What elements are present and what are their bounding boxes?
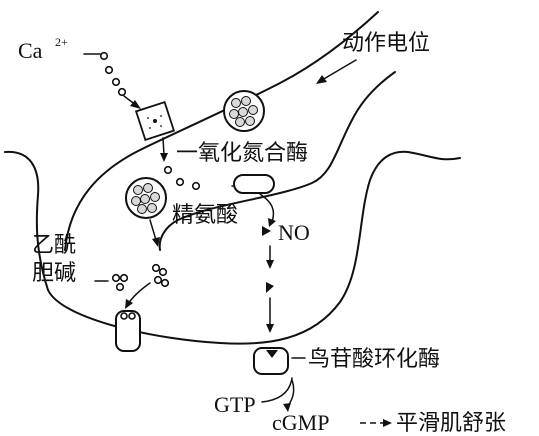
cgmp-effect-arrowhead <box>383 419 392 427</box>
calcium-entry-arrowhead <box>160 153 168 162</box>
calcium-charge-label: 2+ <box>55 35 68 49</box>
nos-label: 一氧化氮合酶 <box>176 141 308 166</box>
action-potential-label: 动作电位 <box>342 31 430 56</box>
acetylcholine-molecule <box>158 267 168 277</box>
guanylate-cyclase-enzyme <box>253 347 289 375</box>
vesicle-granule <box>245 116 255 126</box>
vesicle-granule <box>133 185 143 195</box>
acetylcholine-molecule <box>119 273 129 283</box>
acetylcholine-release-arrowhead <box>125 299 133 309</box>
calcium-ion <box>117 87 127 97</box>
smooth-muscle-relaxation-label: 平滑肌舒张 <box>396 411 506 436</box>
calcium-ion-inside <box>163 165 173 175</box>
calcium-ion <box>99 51 109 61</box>
gtp-label: GTP <box>214 392 256 417</box>
axon-terminal-membrane-inner <box>158 71 396 251</box>
vesicle-granule <box>231 98 241 108</box>
vesicle-granule <box>143 183 153 193</box>
calcium-ion-inside <box>175 177 185 187</box>
calcium-entry-arrow <box>162 137 165 156</box>
acetylcholine-label-line2: 胆碱 <box>32 261 76 286</box>
calcium-ion <box>104 65 114 75</box>
calcium-channel-dot <box>147 117 149 119</box>
calcium-channel-dot <box>153 119 157 123</box>
acetylcholine-release-arrow <box>127 282 151 305</box>
cgmp-label: cGMP <box>272 410 329 435</box>
calcium-channel-dot <box>160 125 162 127</box>
acetylcholine-molecule <box>153 275 163 285</box>
nos-to-no-arrow <box>259 193 275 223</box>
calcium-ion-inside <box>191 181 201 191</box>
vesicle-granule <box>229 109 239 119</box>
action-potential-arrowhead <box>316 75 327 84</box>
gc-bound-no <box>266 350 278 358</box>
acetylcholine-molecule <box>115 282 125 292</box>
acetylcholine-receptor <box>115 310 141 352</box>
axon-terminal-membrane <box>64 11 379 251</box>
cgmp-conversion-curve <box>287 379 295 407</box>
receptor-bound-molecule <box>128 312 136 320</box>
arginine-release-arrow <box>149 219 157 241</box>
no-label: NO <box>278 220 310 245</box>
no-to-gc-arrowhead <box>266 324 274 333</box>
gtp-to-cgmp-arrow <box>261 377 293 403</box>
vesicle-granule <box>248 105 258 115</box>
calcium-influx-arrowhead <box>130 100 141 109</box>
vesicle-granule <box>241 96 251 106</box>
nos-enzyme <box>233 174 275 194</box>
arginine-release-arrowhead <box>152 237 160 247</box>
calcium-channel-dot <box>160 115 162 117</box>
arginine-label: 精氨酸 <box>172 203 238 228</box>
vesicle-granule <box>147 203 157 213</box>
acetylcholine-molecule <box>111 273 121 283</box>
action-potential-arrow <box>321 59 357 81</box>
vesicle-granule <box>140 194 150 204</box>
vesicle-granule <box>238 107 248 117</box>
vesicle-granule <box>150 192 160 202</box>
guanylate-cyclase-label: 鸟苷酸环化酶 <box>308 347 440 372</box>
receptor-bound-molecule <box>120 312 128 320</box>
acetylcholine-molecule <box>151 263 161 273</box>
acetylcholine-label-line1: 乙酰 <box>32 233 76 258</box>
nos-to-no-arrowhead <box>268 218 276 227</box>
calcium-label: Ca <box>18 38 43 63</box>
calcium-ion <box>111 77 121 87</box>
vesicle-granule <box>131 196 141 206</box>
acetylcholine-molecule <box>160 278 170 288</box>
postsynaptic-membrane <box>4 150 461 345</box>
calcium-channel-dot <box>149 127 151 129</box>
vesicle-granule <box>235 117 245 127</box>
no-marker <box>262 226 271 236</box>
vesicle-granule <box>137 204 147 214</box>
no-molecule <box>266 282 274 293</box>
no-diffusion-arrowhead <box>266 260 274 269</box>
